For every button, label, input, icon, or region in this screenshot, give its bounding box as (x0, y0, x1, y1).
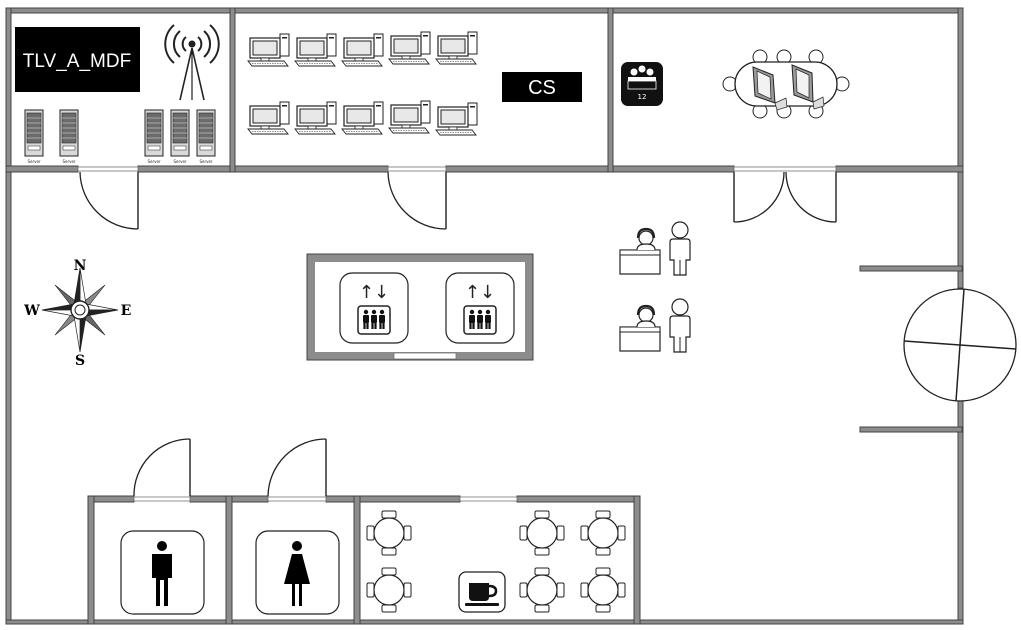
desktop-computer-icon (247, 33, 290, 67)
door-mdf[interactable] (79, 171, 139, 230)
server-icon (24, 109, 44, 157)
desktop-computer-icon (247, 101, 290, 135)
meeting-capacity: 12 (638, 93, 647, 101)
server-icon (144, 109, 164, 157)
desktop-computer-icon (388, 31, 431, 65)
compass-west: W (23, 303, 40, 319)
coffee-cup-icon (458, 571, 506, 613)
elevator-core: ↑↓ ↑↓ (306, 253, 534, 361)
door-cs[interactable] (387, 171, 447, 230)
server-label: Server (147, 159, 160, 164)
desktop-computer-icon (435, 102, 478, 136)
mdf-label-box (15, 27, 140, 92)
elevator-arrows: ↑↓ (465, 282, 495, 303)
mdf-label: TLV_A_MDF (23, 51, 131, 72)
server-icon (196, 109, 216, 157)
meeting-room: 12 (621, 49, 850, 119)
cafeteria (366, 510, 626, 613)
man-icon (120, 530, 205, 615)
server-label: Server (62, 159, 75, 164)
door-mens-room[interactable] (133, 438, 191, 497)
antenna-icon (164, 24, 220, 101)
desktop-computer-icon (341, 33, 384, 67)
cs-room: CS (247, 31, 582, 136)
conference-table-icon (722, 49, 850, 119)
elevator-icon[interactable]: ↑↓ (445, 272, 515, 344)
mdf-room: TLV_A_MDF Server Server Server Server Se… (15, 24, 220, 164)
dining-table-icon (519, 510, 565, 556)
server-label: Server (199, 159, 212, 164)
compass-rose-icon: N S W E (23, 258, 131, 369)
compass-east: E (121, 303, 132, 319)
server-label: Server (27, 159, 40, 164)
dining-table-icon (519, 567, 565, 613)
dining-table-icon (366, 510, 412, 556)
desktop-computer-icon (341, 101, 384, 135)
dining-table-icon (366, 567, 412, 613)
elevator-arrows: ↑↓ (359, 282, 389, 303)
woman-icon (255, 530, 340, 615)
server-icon (170, 109, 190, 157)
compass-south: S (75, 353, 85, 369)
door-womens-room[interactable] (267, 438, 327, 497)
dining-table-icon (580, 510, 626, 556)
reception-desk-icon (620, 299, 690, 352)
revolving-door-icon[interactable] (903, 288, 1017, 402)
desktop-computer-icon (294, 33, 337, 67)
desktop-computer-icon (435, 31, 478, 65)
cs-label-box (502, 72, 582, 102)
door-meeting-room[interactable] (733, 171, 837, 223)
entrance (859, 265, 963, 433)
server-icon (59, 109, 79, 157)
elevator-icon[interactable]: ↑↓ (339, 272, 409, 344)
dining-table-icon (580, 567, 626, 613)
desktop-computer-icon (388, 100, 431, 134)
server-label: Server (173, 159, 186, 164)
meeting-room-icon: 12 (621, 62, 663, 106)
compass-north: N (74, 258, 87, 274)
reception-desk-icon (620, 222, 690, 275)
desktop-computer-icon (294, 101, 337, 135)
outer-walls (5, 7, 964, 625)
cs-label: CS (528, 77, 556, 99)
